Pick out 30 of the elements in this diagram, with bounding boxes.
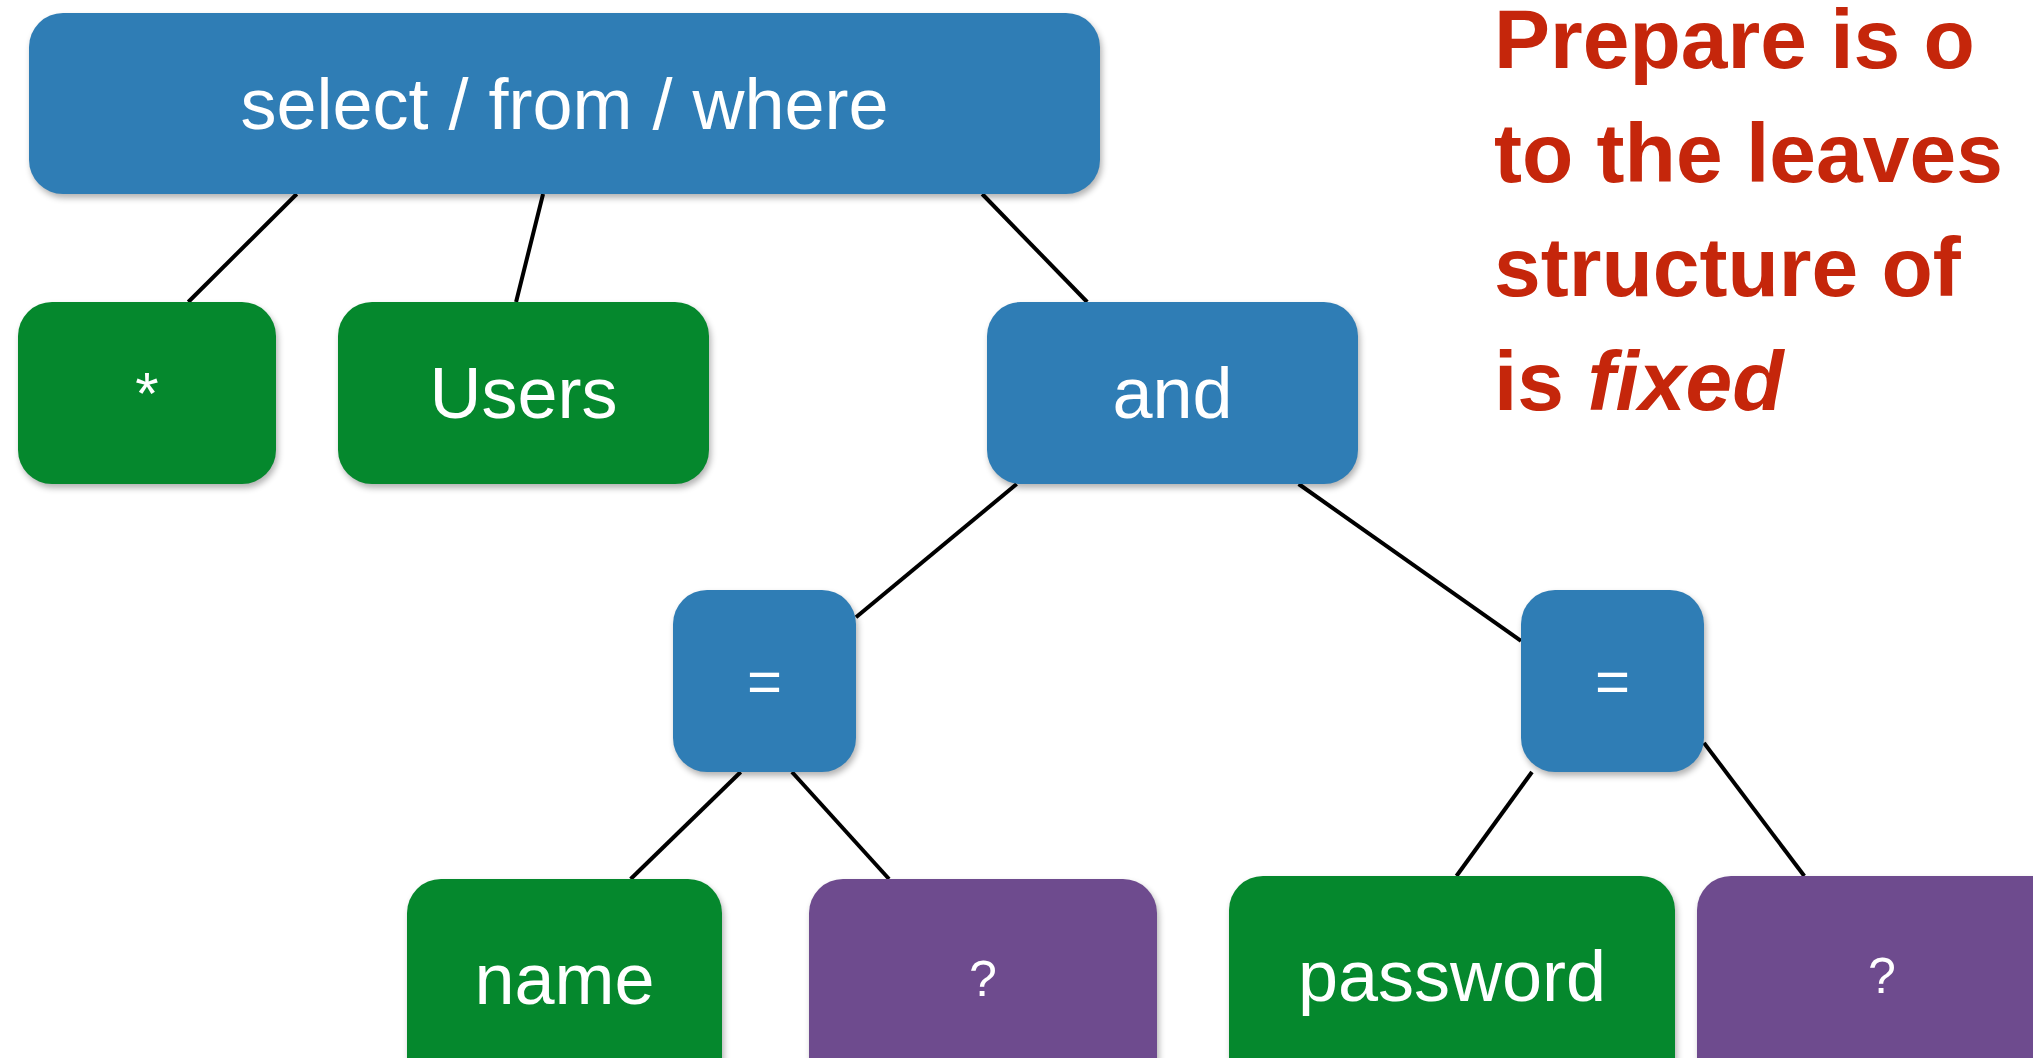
operator-box	[29, 13, 1100, 194]
node-text: ?	[969, 950, 997, 1008]
note-text: Prepare is o to the leaves structure of is fixed	[1494, 0, 2004, 430]
tree-edge	[514, 193, 546, 303]
node-text: password	[1297, 935, 1607, 1017]
operator-box	[987, 302, 1358, 484]
node-text: Users	[429, 352, 618, 434]
node-text: =	[1594, 646, 1630, 716]
tree-edge	[629, 770, 743, 881]
operator-box	[1521, 590, 1704, 772]
tree-edge	[854, 482, 1018, 619]
leaf-box	[338, 302, 709, 484]
operator-box	[673, 590, 856, 772]
tree-edge	[1297, 482, 1523, 643]
tree-edge	[1454, 770, 1534, 878]
tree-edge	[1702, 741, 1806, 878]
tree-edge	[980, 192, 1089, 304]
leaf-box	[18, 302, 276, 484]
leaf-box	[1229, 876, 1675, 1058]
parameter-box	[1697, 876, 2033, 1058]
node-text: and	[1112, 352, 1233, 434]
parameter-box	[809, 879, 1157, 1058]
node-text: select / from / where	[240, 62, 889, 145]
leaf-box	[407, 879, 722, 1058]
node-text: ?	[1868, 947, 1896, 1005]
node-text: name	[474, 938, 655, 1020]
tree-edge	[186, 192, 299, 304]
tree-edge	[790, 770, 891, 881]
node-text: =	[746, 646, 782, 716]
node-text: *	[135, 358, 159, 428]
